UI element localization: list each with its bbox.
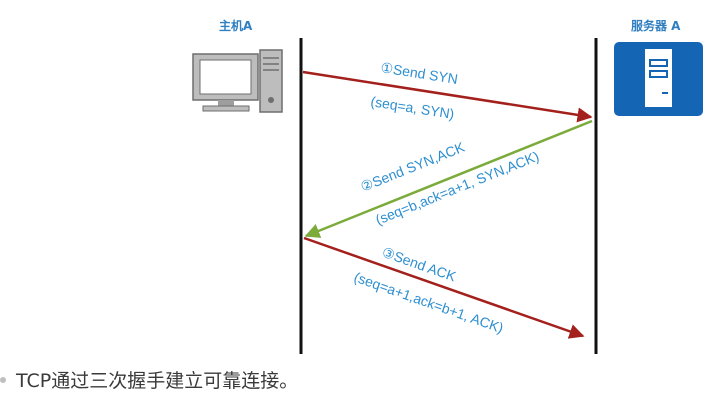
message-1-step-label: ①Send SYN (380, 59, 459, 87)
caption: TCP通过三次握手建立可靠连接。 (16, 370, 299, 392)
message-1-detail: (seq=a, SYN) (370, 93, 456, 122)
syn-arrow (302, 70, 593, 123)
message-3-detail: (seq=a+1,ack=b+1, ACK) (352, 269, 506, 336)
server-icon (614, 42, 703, 116)
syn-ack-arrow (304, 119, 593, 238)
bullet-dot (0, 377, 6, 383)
server-label: 服务器 A (631, 19, 681, 33)
desktop-computer-icon (192, 49, 283, 113)
ack-arrow (303, 236, 585, 339)
message-2-detail: (seq=b,ack=a+1, SYN,ACK) (373, 148, 541, 228)
client-label: 主机A (219, 19, 253, 33)
